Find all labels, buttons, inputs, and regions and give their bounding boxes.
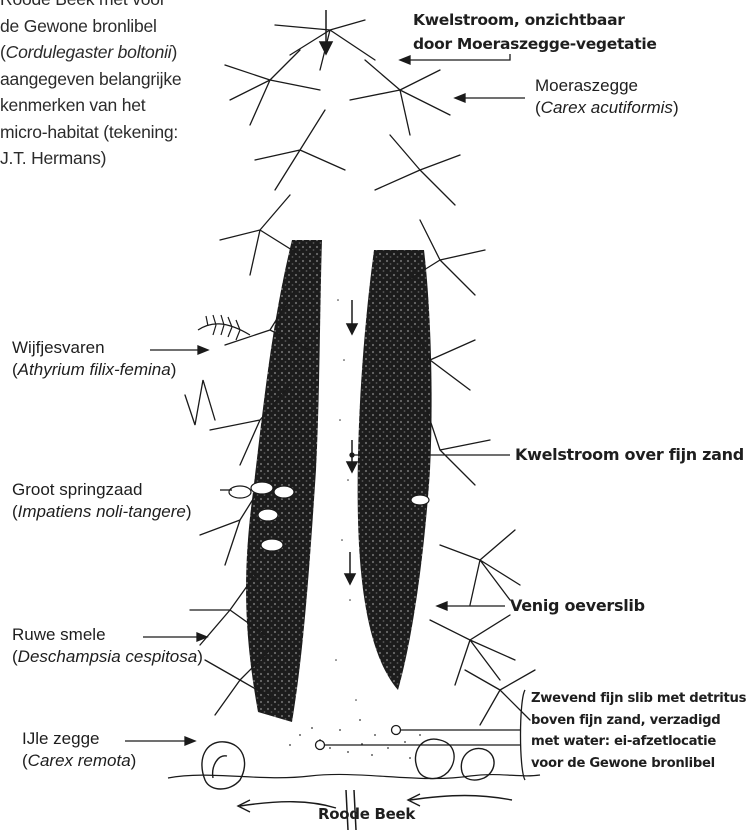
label-zwevend-slib: Zwevend fijn slib met detritus boven fij…	[531, 688, 746, 774]
figure-caption: Roode Beek met voor de Gewone bronlibel …	[0, 0, 212, 172]
label-ruwe-smele: Ruwe smele (Deschampsia cespitosa)	[12, 624, 203, 668]
egg-spot-right	[392, 726, 401, 735]
tussocks	[202, 739, 494, 789]
caption-line-5: kenmerken van het	[0, 92, 212, 119]
label-moeraszegge-name: Moeraszegge	[535, 75, 679, 97]
label-ijle-zegge: IJle zegge (Carex remota)	[22, 728, 136, 772]
label-groot-springzaad-name: Groot springzaad	[12, 479, 192, 501]
label-moeraszegge: Moeraszegge (Carex acutiformis)	[535, 75, 679, 119]
label-groot-springzaad: Groot springzaad (Impatiens noli-tangere…	[12, 479, 192, 523]
label-wijfjesvaren: Wijfjesvaren (Athyrium filix-femina)	[12, 337, 176, 381]
egg-spot-left	[316, 741, 325, 750]
label-groot-springzaad-latin: Impatiens noli-tangere	[18, 502, 186, 521]
label-moeraszegge-latin-wrap: (Carex acutiformis)	[535, 97, 679, 119]
caption-line-7: J.T. Hermans)	[0, 145, 212, 172]
label-wijfjesvaren-name: Wijfjesvaren	[12, 337, 176, 359]
label-ijle-zegge-latin: Carex remota	[28, 751, 131, 770]
sedge-foliage	[185, 20, 535, 725]
caption-line-2: de Gewone bronlibel	[0, 13, 212, 40]
label-wijfjesvaren-latin: Athyrium filix-femina	[18, 360, 171, 379]
caption-latin: Cordulegaster boltonii	[6, 42, 172, 62]
label-roode-beek: Roode Beek	[318, 803, 415, 825]
label-kwelstroom-zand: Kwelstroom over fijn zand	[515, 444, 744, 466]
label-ijle-zegge-name: IJle zegge	[22, 728, 136, 750]
label-zwevend-line2: boven fijn zand, verzadigd	[531, 710, 746, 732]
label-groot-springzaad-latin-wrap: (Impatiens noli-tangere)	[12, 501, 192, 523]
caption-line-4: aangegeven belangrijke	[0, 66, 212, 93]
label-zwevend-line3: met water: ei-afzetlocatie	[531, 731, 746, 753]
label-kwelstroom-top-line2: door Moeraszegge-vegetatie	[413, 32, 657, 56]
label-moeraszegge-latin: Carex acutiformis	[541, 98, 673, 117]
label-zwevend-line4: voor de Gewone bronlibel	[531, 753, 746, 775]
right-peat-bank	[358, 250, 432, 690]
fern-drawing	[198, 315, 250, 340]
label-wijfjesvaren-latin-wrap: (Athyrium filix-femina)	[12, 359, 176, 381]
left-peat-bank	[246, 240, 322, 722]
caption-line-1: Roode Beek met voor	[0, 0, 212, 13]
label-ruwe-smele-latin-wrap: (Deschampsia cespitosa)	[12, 646, 203, 668]
caption-line-3: (Cordulegaster boltonii)	[0, 39, 212, 66]
label-kwelstroom-top: Kwelstroom, onzichtbaar door Moeraszegge…	[413, 8, 657, 56]
label-ijle-zegge-latin-wrap: (Carex remota)	[22, 750, 136, 772]
flow-arrows	[320, 10, 357, 830]
label-zwevend-line1: Zwevend fijn slib met detritus	[531, 688, 746, 710]
label-ruwe-smele-latin: Deschampsia cespitosa	[18, 647, 198, 666]
caption-line-6: micro-habitat (tekening:	[0, 119, 212, 146]
label-kwelstroom-top-line1: Kwelstroom, onzichtbaar	[413, 8, 657, 32]
label-ruwe-smele-name: Ruwe smele	[12, 624, 203, 646]
label-venig-oeverslib: Venig oeverslib	[510, 595, 645, 617]
